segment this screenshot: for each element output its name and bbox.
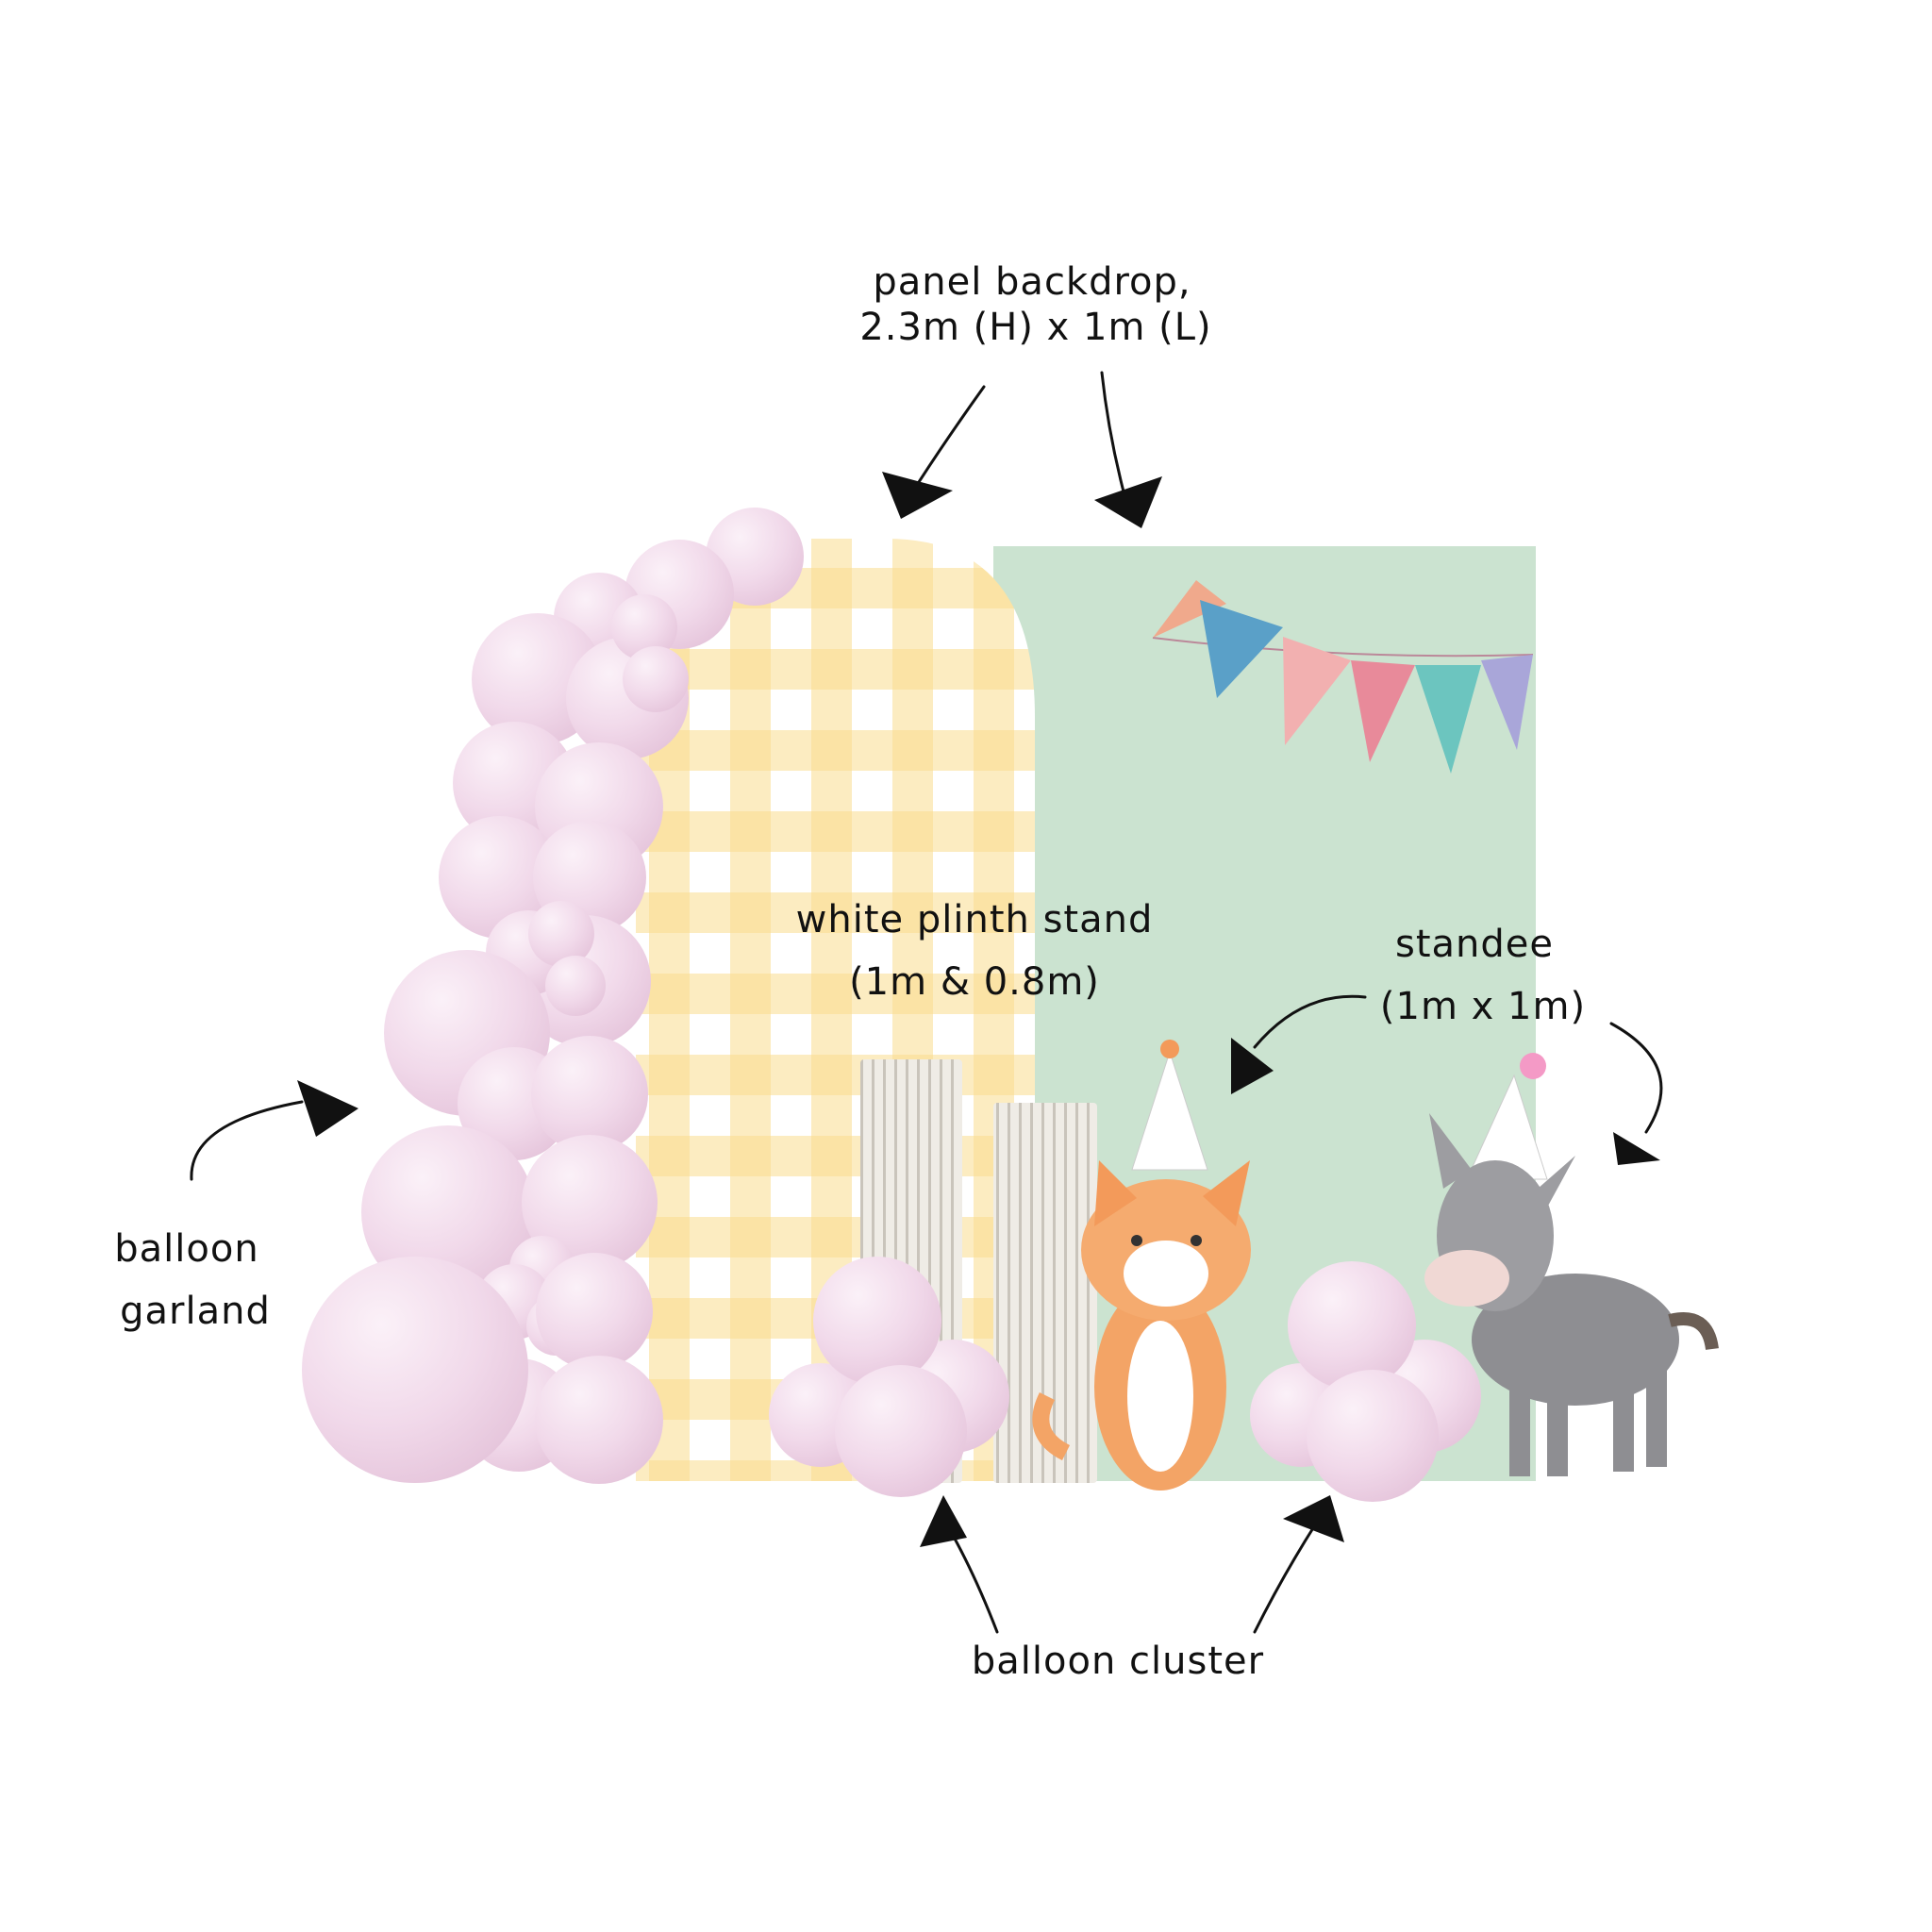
- balloon-garland: [302, 508, 804, 1484]
- label-garland-line2: garland: [120, 1290, 271, 1333]
- cat-standee: [1032, 1040, 1251, 1491]
- donkey-standee: [1424, 1053, 1719, 1476]
- arrow-to-arch: [908, 385, 986, 497]
- arrow-to-donkey: [1609, 1022, 1663, 1134]
- arrows: [190, 371, 1663, 1634]
- label-standee-line1: standee: [1395, 923, 1554, 966]
- label-standee-line2: (1m x 1m): [1380, 985, 1586, 1028]
- label-garland-line1: balloon: [114, 1227, 258, 1271]
- arrow-to-cluster-right: [1253, 1522, 1318, 1634]
- label-plinth-line2: (1m & 0.8m): [849, 960, 1100, 1004]
- label-balloon-cluster: balloon cluster: [972, 1640, 1264, 1683]
- arrow-to-garland: [190, 1100, 304, 1181]
- balloon-cluster-left: [769, 1257, 1009, 1497]
- arrow-to-cat: [1253, 994, 1367, 1049]
- plinth-short: [993, 1103, 1097, 1483]
- arrow-to-green-panel: [1100, 371, 1126, 497]
- bunting-flags: [1152, 580, 1534, 774]
- label-panel-backdrop-line1: panel backdrop,: [873, 260, 1191, 304]
- balloon-cluster-right: [1250, 1261, 1481, 1502]
- label-plinth-line1: white plinth stand: [796, 898, 1154, 941]
- label-panel-backdrop-line2: 2.3m (H) x 1m (L): [859, 306, 1211, 349]
